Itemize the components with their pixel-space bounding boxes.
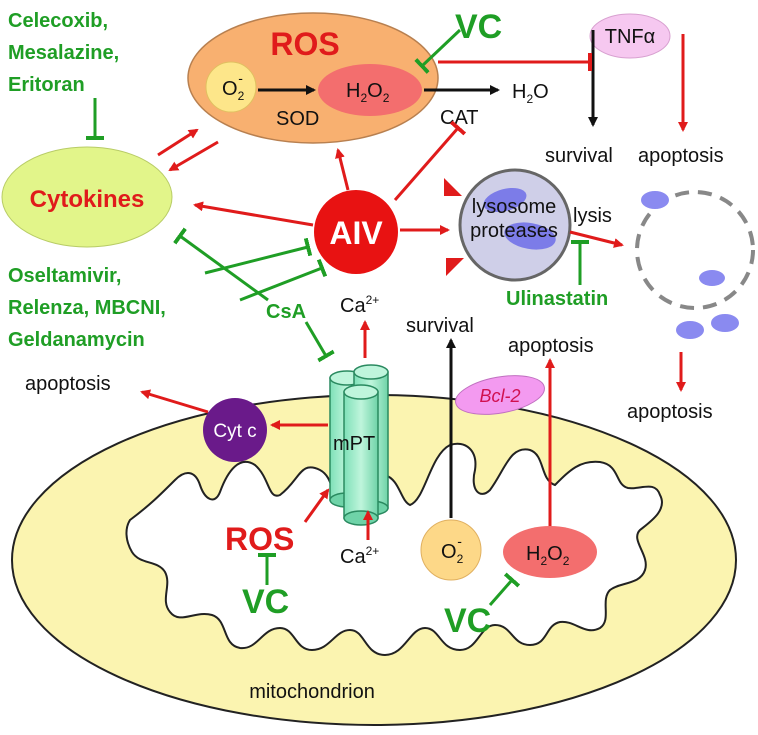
aiv-to-cytokines-arrow bbox=[193, 201, 314, 227]
h2o2-ellipse-bottom bbox=[503, 526, 597, 578]
h2o-label: H2O bbox=[512, 81, 549, 106]
drug-eritoran: Eritoran bbox=[8, 74, 85, 96]
drugs-inhibit-aiv-2 bbox=[239, 258, 328, 302]
mitochondrion-label: mitochondrion bbox=[249, 681, 375, 703]
ulinastatin-label: Ulinastatin bbox=[506, 288, 608, 310]
h2o2-bottom-label: H2O2 bbox=[526, 543, 570, 568]
drug-geldanamycin: Geldanamycin bbox=[8, 329, 145, 351]
h2o2-ellipse-top bbox=[318, 64, 422, 116]
ros-to-cytokines-arrow bbox=[168, 140, 219, 172]
fragment-4 bbox=[711, 314, 739, 332]
aiv-circle bbox=[314, 190, 398, 274]
arrowhead-upper bbox=[444, 178, 462, 196]
tnfa-label: TNFα bbox=[605, 26, 655, 48]
o2-bottom-label: O2- bbox=[441, 533, 464, 566]
fragment-2 bbox=[699, 270, 725, 286]
lysosome-label-2: proteases bbox=[470, 220, 558, 242]
o2-circle-bottom bbox=[420, 519, 482, 581]
drug-mesalazine: Mesalazine, bbox=[8, 42, 119, 64]
ros-top-label: ROS bbox=[270, 26, 339, 62]
bcl2-ellipse bbox=[455, 375, 545, 415]
ros-bottom-label: ROS bbox=[225, 521, 294, 557]
apoptosis-bcl2-label: apoptosis bbox=[508, 335, 594, 357]
apoptosis-left-label: apoptosis bbox=[25, 373, 111, 395]
mpt-label: mPT bbox=[333, 433, 375, 455]
drugs-top: Celecoxib, Mesalazine, Eritoran bbox=[8, 10, 125, 96]
mitochondrion-inner-membrane bbox=[125, 442, 663, 657]
sod-label: SOD bbox=[276, 108, 319, 130]
apoptosis-top-label: apoptosis bbox=[638, 145, 724, 167]
arrowhead-lower bbox=[446, 258, 464, 276]
aiv-inhibits-cat bbox=[393, 120, 467, 201]
cytc-to-apoptosis-arrow bbox=[140, 389, 209, 414]
protease-blob-1 bbox=[483, 187, 527, 213]
cytokines-label: Cytokines bbox=[30, 186, 145, 213]
fragment-1 bbox=[641, 191, 669, 209]
cytc-label: Cyt c bbox=[213, 421, 256, 442]
drugs-mid: Oseltamivir, Relenza, MBCNI, Geldanamyci… bbox=[8, 265, 171, 351]
csa-inhibits-cytokines bbox=[173, 227, 269, 302]
apoptosis-lysis-label: apoptosis bbox=[627, 401, 713, 423]
drug-relenza-mbcni: Relenza, MBCNI, bbox=[8, 297, 166, 319]
drug-celecoxib: Celecoxib, bbox=[8, 10, 108, 32]
protease-blob-2 bbox=[504, 222, 556, 250]
aiv-to-ros-arrow bbox=[335, 148, 350, 191]
lysis-label: lysis bbox=[573, 205, 612, 227]
bcl2-label: Bcl-2 bbox=[479, 386, 520, 406]
h2o2-top-label: H2O2 bbox=[346, 80, 390, 105]
lysosome-label-1: lysosome bbox=[472, 196, 556, 218]
vc-inhibits-h2o2 bbox=[414, 28, 462, 74]
vc-bottom-left-label: VC bbox=[242, 583, 289, 621]
vc-bottom-right-label: VC bbox=[444, 602, 491, 640]
fragment-3 bbox=[676, 321, 704, 339]
o2-top-label: O2- bbox=[222, 70, 245, 103]
cytokines-ellipse bbox=[1, 146, 173, 248]
lysed-cell bbox=[635, 190, 755, 310]
drugs-inhibit-aiv-1 bbox=[204, 237, 313, 275]
mpt-channel bbox=[329, 364, 389, 526]
tnfa-ellipse bbox=[589, 13, 671, 59]
drug-oseltamivir: Oseltamivir, bbox=[8, 265, 121, 287]
survival-top-label: survival bbox=[545, 145, 613, 167]
ca-bottom-label: Ca2+ bbox=[340, 544, 379, 568]
cat-label: CAT bbox=[440, 107, 479, 129]
ros-to-mpt-arrow bbox=[303, 488, 330, 523]
ca-top-label: Ca2+ bbox=[340, 293, 379, 317]
o2-circle-top bbox=[205, 61, 257, 113]
survival-mid-label: survival bbox=[406, 315, 474, 337]
vc-top-label: VC bbox=[455, 8, 502, 46]
cytc-circle bbox=[203, 398, 267, 462]
csa-inhibits-mpt bbox=[304, 321, 335, 363]
csa-label: CsA bbox=[266, 301, 306, 323]
vc-inhibits-h2o2-bottom bbox=[488, 572, 521, 606]
cytokines-to-ros-arrow bbox=[157, 128, 199, 157]
aiv-label: AIV bbox=[329, 215, 383, 251]
lysosome-to-cell-arrow bbox=[569, 230, 624, 248]
